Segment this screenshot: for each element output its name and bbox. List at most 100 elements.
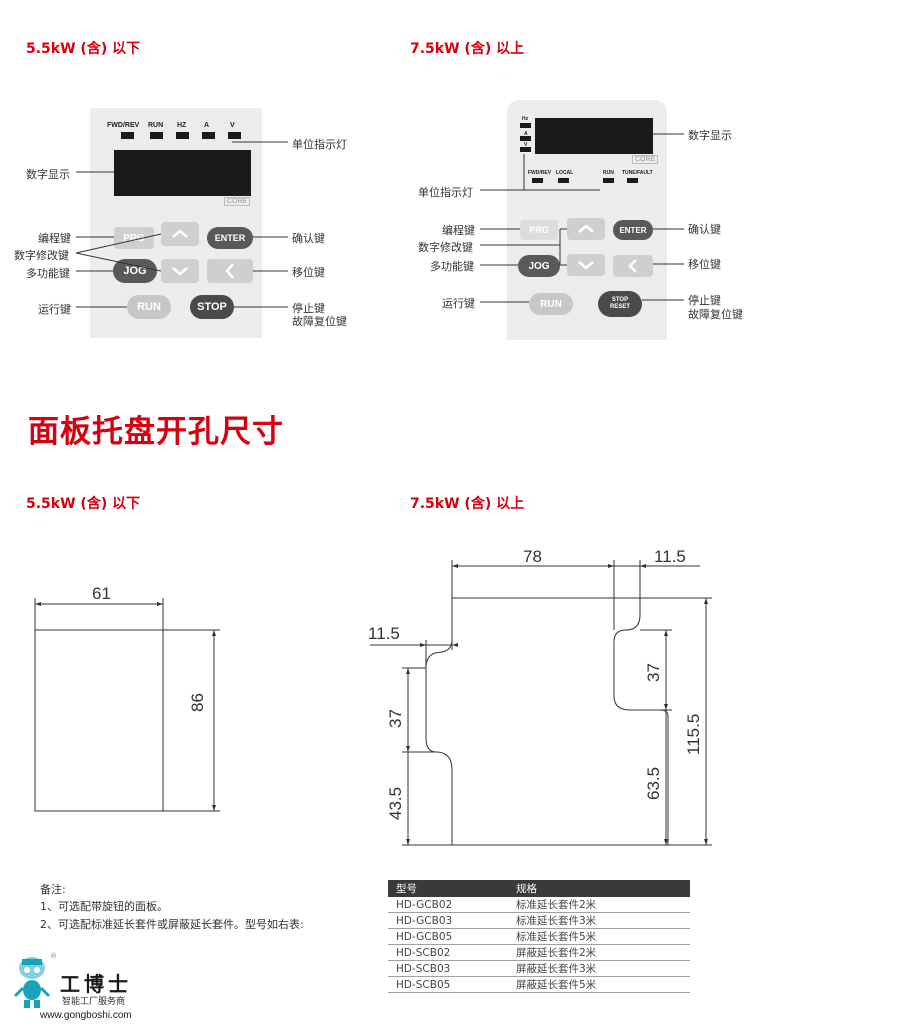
large-ind-label-tune: TUNE/FAULT (622, 170, 653, 176)
table-cell-model: HD-SCB03 (388, 960, 508, 977)
large-callout-multi-function-key: 多功能键 (430, 260, 474, 273)
large-digital-display (535, 118, 653, 154)
table-cell-model: HD-SCB05 (388, 976, 508, 993)
table-header-model: 型号 (388, 880, 508, 897)
small-callout-program-key: 编程键 (38, 232, 71, 245)
small-ind-label-fwdrev: FWD/REV (107, 122, 140, 129)
large-side-indicator-led (520, 147, 531, 152)
small-indicator-led (176, 132, 189, 139)
large-ind-label-a: A (524, 131, 528, 137)
table-header-row: 型号 规格 (388, 880, 690, 897)
table-cell-model: HD-SCB02 (388, 944, 508, 961)
dim-small-width: 61 (92, 584, 111, 603)
chevron-up-icon (172, 229, 188, 238)
large-up-button[interactable] (567, 218, 605, 240)
table-header-spec: 规格 (508, 880, 690, 897)
main-title: 面板托盘开孔尺寸 (28, 414, 284, 450)
notes-line-1: 1、可选配带旋钮的面板。 (40, 900, 168, 913)
large-ind-label-v: V (524, 142, 528, 148)
small-jog-button[interactable]: JOG (113, 259, 157, 283)
large-down-button[interactable] (567, 254, 605, 276)
small-run-button[interactable]: RUN (127, 295, 171, 319)
small-indicator-led (202, 132, 215, 139)
small-stop-button[interactable]: STOP (190, 295, 234, 319)
table-cell-spec: 标准延长套件5米 (508, 928, 690, 945)
small-indicator-led (121, 132, 134, 139)
large-ind-label-hz: Hz (522, 116, 529, 122)
large-bottom-indicator-led (558, 178, 569, 183)
small-shift-button[interactable] (207, 259, 253, 283)
chevron-left-icon (628, 259, 637, 273)
large-callout-run-key: 运行键 (442, 297, 475, 310)
large-enter-button[interactable]: ENTER (613, 220, 653, 240)
small-ind-label-a: A (204, 122, 210, 129)
small-callout-digit-modify-key: 数字修改键 (14, 249, 69, 262)
large-run-button[interactable]: RUN (529, 293, 573, 315)
small-callout-shift-key: 移位键 (292, 266, 325, 279)
brand-name: 工博士 (60, 972, 132, 996)
small-up-button[interactable] (161, 222, 199, 246)
large-ind-label-fwdrev: FWD/REV (528, 170, 552, 176)
small-down-button[interactable] (161, 259, 199, 283)
large-bottom-indicator-led (532, 178, 543, 183)
heading-small-power: 5.5kW (含) 以下 (26, 41, 141, 57)
table-cell-model: HD-GCB02 (388, 897, 508, 913)
large-stop-label: STOP (611, 297, 629, 303)
heading-large-power: 7.5kW (含) 以上 (410, 41, 525, 57)
large-callout-unit-indicator: 单位指示灯 (418, 186, 473, 199)
dim-large-top-right: 11.5 (654, 547, 686, 566)
large-callout-shift-key: 移位键 (688, 258, 721, 271)
brand-url: www.gongboshi.com (40, 1010, 132, 1021)
table-cell-spec: 标准延长套件3米 (508, 912, 690, 929)
large-ind-label-run: RUN (603, 170, 614, 176)
small-callout-stop-key: 停止键 (292, 302, 325, 315)
table-cell-spec: 屏蔽延长套件3米 (508, 960, 690, 977)
table-cell-spec: 屏蔽延长套件2米 (508, 944, 690, 961)
large-callout-digital-display: 数字显示 (688, 129, 732, 142)
small-cutout-outline (34, 629, 164, 812)
small-callout-run-key: 运行键 (38, 303, 71, 316)
large-stop-reset-button[interactable]: STOP RESET (598, 291, 642, 317)
chevron-up-icon (578, 224, 594, 233)
large-core-logo: CORE (632, 155, 659, 164)
large-prg-button[interactable]: PRG (520, 220, 558, 240)
small-ind-label-v: V (230, 122, 235, 129)
small-prg-button[interactable]: PRG (114, 227, 154, 249)
small-callout-unit-indicator: 单位指示灯 (292, 138, 347, 151)
table-cell-model: HD-GCB03 (388, 912, 508, 929)
small-indicator-led (228, 132, 241, 139)
large-bottom-indicator-led (603, 178, 614, 183)
table-cell-model: HD-GCB05 (388, 928, 508, 945)
large-ind-label-local: LOCAL (556, 170, 574, 176)
cutout-heading-large: 7.5kW (含) 以上 (410, 496, 525, 512)
large-reset-label: RESET (609, 304, 630, 310)
notes-line-2: 2、可选配标准延长套件或屏蔽延长套件。型号如右表: (40, 918, 304, 931)
notes-title: 备注: (40, 883, 66, 896)
small-digital-display (114, 150, 251, 196)
chevron-down-icon (578, 261, 594, 270)
large-callout-program-key: 编程键 (442, 224, 475, 237)
large-callout-confirm-key: 确认键 (688, 223, 721, 236)
small-callout-digital-display: 数字显示 (26, 168, 70, 181)
small-core-logo: CORE (224, 197, 251, 206)
large-bottom-indicator-led (627, 178, 638, 183)
cutout-heading-small: 5.5kW (含) 以下 (26, 496, 141, 512)
small-enter-button[interactable]: ENTER (207, 227, 253, 249)
large-callout-stop-key: 停止键 (688, 294, 721, 307)
large-side-indicator-led (520, 123, 531, 128)
large-side-indicator-led (520, 136, 531, 141)
large-shift-button[interactable] (613, 255, 653, 277)
small-callout-confirm-key: 确认键 (292, 232, 325, 245)
large-jog-button[interactable]: JOG (518, 255, 560, 277)
dim-large-left-notch: 11.5 (368, 624, 400, 643)
small-indicator-led (150, 132, 163, 139)
small-callout-multi-function-key: 多功能键 (26, 267, 70, 280)
